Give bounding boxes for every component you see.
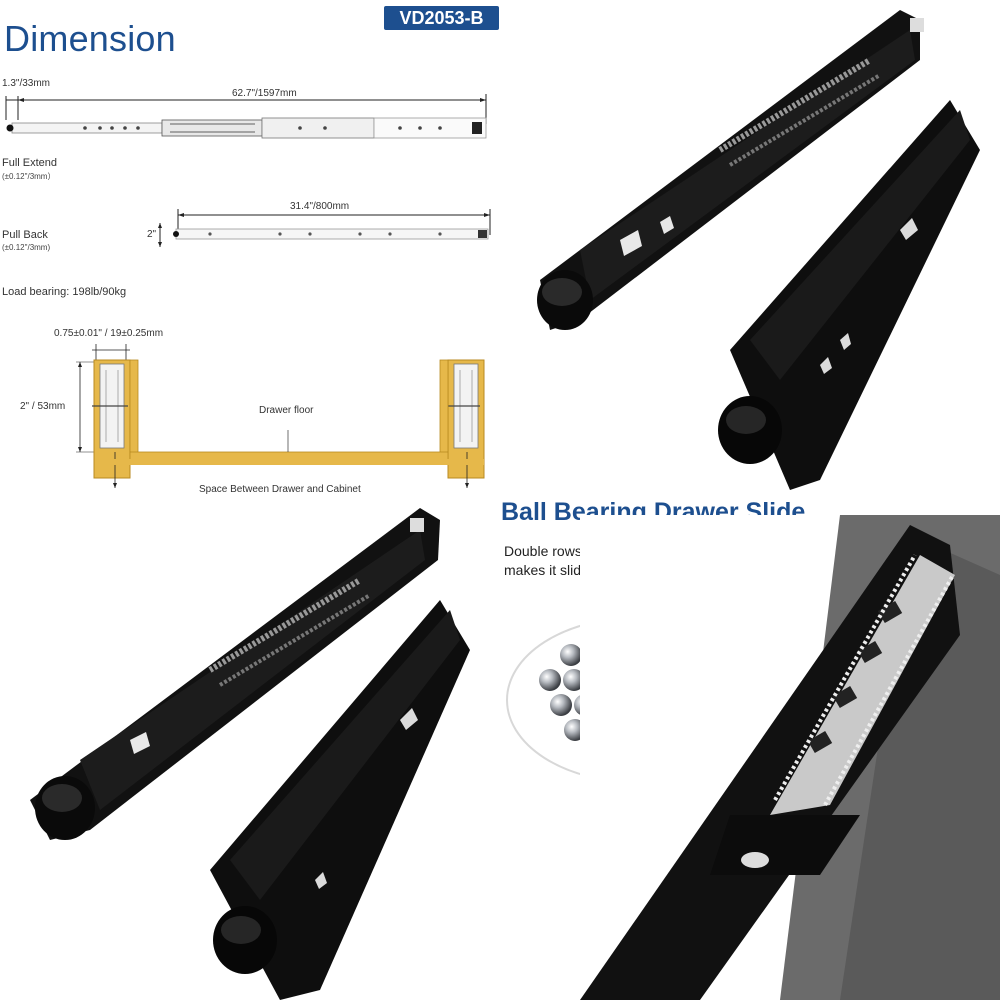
pull-back-tolerance: (±0.12"/3mm) xyxy=(2,243,51,252)
full-extend-diagram xyxy=(5,94,487,139)
full-extend-label: Full Extend xyxy=(2,157,58,169)
pull-back-diagram xyxy=(158,209,491,247)
thickness-label: 0.75±0.01" / 19±0.25mm xyxy=(54,328,164,339)
full-extend-length-label: 62.7"/1597mm xyxy=(232,88,297,99)
slide-photo-bottom xyxy=(30,508,470,1000)
install-height-label: 2" / 53mm xyxy=(20,401,66,412)
pull-back-height-label: 2" xyxy=(147,229,157,240)
steel-ball xyxy=(563,669,585,691)
model-badge: VD2053-B xyxy=(384,6,499,30)
load-bearing-label: Load bearing: 198lb/90kg xyxy=(2,286,127,298)
space-label: Space Between Drawer and Cabinet xyxy=(199,484,361,495)
page-title: Dimension xyxy=(4,18,176,59)
installation-diagram xyxy=(76,344,485,488)
slide-photo-top xyxy=(537,10,980,490)
steel-ball xyxy=(560,644,582,666)
pull-back-label: Pull Back xyxy=(2,229,48,241)
full-extend-tolerance: (±0.12"/3mm） xyxy=(2,172,56,181)
front-offset-label: 1.3"/33mm xyxy=(2,78,51,89)
steel-ball xyxy=(539,669,561,691)
slide-closeup-photo xyxy=(580,515,1000,1000)
steel-ball xyxy=(550,694,572,716)
drawer-floor-label: Drawer floor xyxy=(259,405,314,416)
pull-back-length-label: 31.4"/800mm xyxy=(290,201,350,212)
